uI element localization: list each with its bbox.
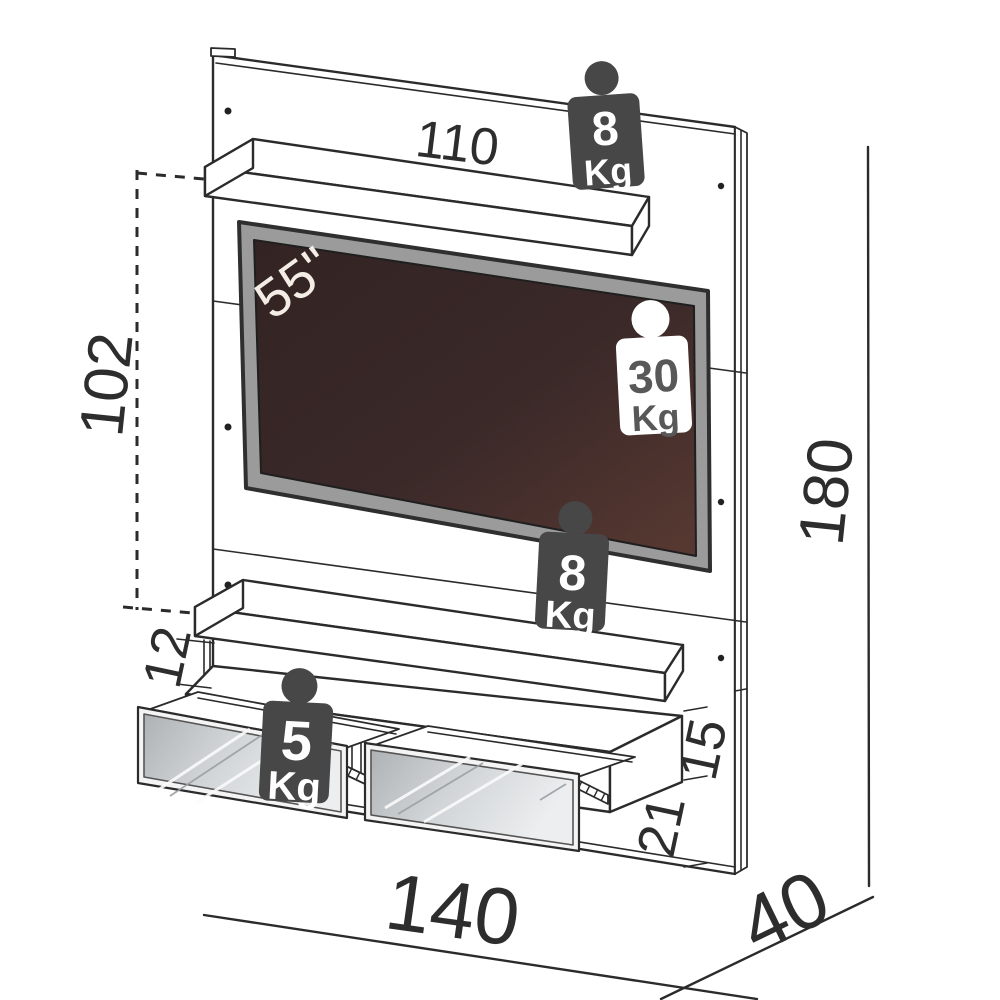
dimension-21-tick (683, 862, 708, 868)
weight-value: 5 (279, 708, 313, 773)
panel-top-left-tab (210, 47, 236, 58)
dimension-102-bottom-dashed-line (122, 605, 194, 615)
cabinet-right-side (608, 714, 684, 814)
dimension-15-tick (683, 706, 708, 712)
top-shelf-left-end (203, 137, 255, 198)
kettlebell-head-icon (281, 668, 318, 705)
panel-top-inner-line (215, 62, 736, 135)
weight-badge-lower-shelf: 8 Kg (534, 501, 610, 639)
shelf-pin (717, 182, 725, 190)
kettlebell-head-icon (631, 300, 670, 339)
dimension-40: 40 (659, 853, 875, 1000)
kettlebell-body-icon (534, 531, 610, 632)
dimension-110-label: 110 (413, 110, 502, 178)
drawer-right-box-inner-line (427, 731, 633, 763)
lower-shelf (193, 578, 685, 703)
dimension-15-label: 15 (668, 714, 739, 785)
weight-badge-top-shelf: 8 Kg (567, 61, 645, 194)
tv: 55" (237, 220, 712, 573)
dimension-102-label: 102 (67, 330, 146, 440)
dimension-40-line (659, 895, 875, 1000)
dimension-102: 102 (67, 170, 205, 615)
tv-screen (253, 239, 697, 557)
kettlebell-body-icon (615, 335, 693, 436)
drawer-right-mirror (370, 749, 574, 846)
dimension-140-label: 140 (381, 856, 526, 963)
dimension-180-label: 180 (785, 435, 868, 549)
weight-badge-drawer: 5 Kg (258, 668, 334, 811)
dimension-15: 15 (668, 706, 739, 785)
weight-badge-tv: 30 Kg (615, 300, 693, 439)
weight-unit: Kg (631, 396, 681, 439)
dimension-21: 21 (626, 791, 708, 868)
lower-shelf-left-end (193, 578, 245, 638)
shelf-pin (224, 107, 232, 115)
dimension-180-line (866, 145, 871, 888)
dimension-12: 12 (132, 622, 215, 693)
dimension-140: 140 (202, 856, 759, 1000)
dimension-180: 180 (785, 145, 871, 888)
dimension-40-label: 40 (726, 853, 843, 970)
weight-unit: Kg (583, 149, 634, 193)
panel-edge-joint-tick (734, 688, 747, 692)
dimension-12-tick (176, 683, 212, 689)
kettlebell-head-icon (584, 61, 619, 96)
dimension-15-tick (683, 775, 708, 781)
dimension-21-label: 21 (626, 791, 697, 862)
weight-unit: Kg (266, 764, 322, 811)
shelf-pin (224, 423, 232, 431)
top-shelf (203, 137, 651, 257)
weight-value: 8 (557, 544, 588, 601)
top-shelf-right-end (630, 195, 651, 257)
lower-shelf-right-end (663, 643, 685, 703)
dimension-12-tick (176, 638, 215, 644)
dimension-140-line (202, 913, 759, 1000)
panel-seam-lower (212, 548, 747, 623)
drawer-right-mirror-front (363, 741, 581, 853)
shelf-pin (717, 498, 725, 506)
dimension-12-label: 12 (132, 622, 203, 693)
kettlebell-head-icon (558, 501, 593, 536)
kettlebell-body-icon (258, 700, 334, 804)
dimension-102-top-dashed-line (136, 171, 205, 181)
weight-unit: Kg (544, 594, 597, 639)
weight-value: 30 (627, 349, 681, 404)
shelf-pin (717, 654, 725, 662)
kettlebell-body-icon (567, 93, 645, 190)
weight-value: 8 (590, 102, 620, 157)
drawer-cabinet (136, 664, 684, 853)
